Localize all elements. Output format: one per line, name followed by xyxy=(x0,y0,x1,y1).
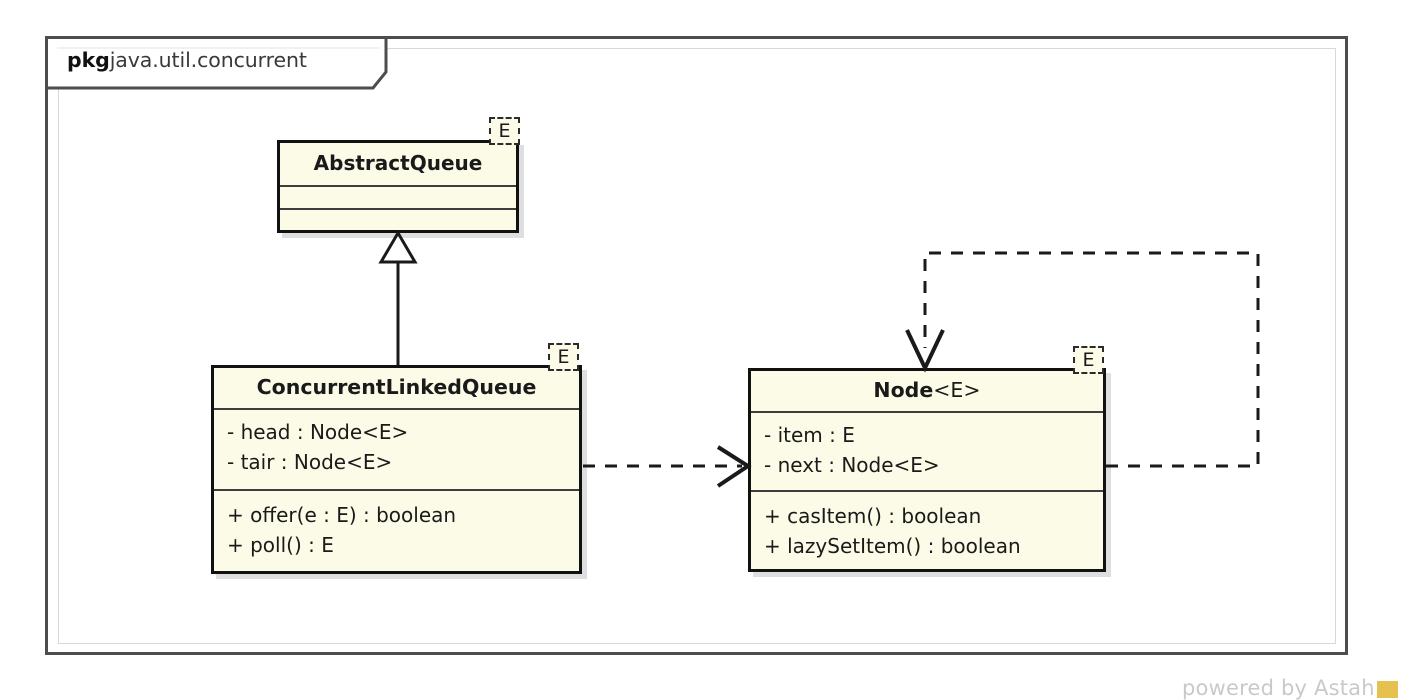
package-name-tab: pkgjava.util.concurrent xyxy=(45,36,388,90)
attributes-compartment-abstractqueue xyxy=(280,185,516,208)
operations-compartment-concurrentlinkedqueue: + offer(e : E) : boolean + poll() : E xyxy=(214,489,579,590)
attributes-compartment-node: - item : E - next : Node<E> xyxy=(751,411,1103,490)
class-box-abstractqueue[interactable]: AbstractQueue xyxy=(277,140,519,233)
type-parameter-badge-node: E xyxy=(1073,346,1104,374)
package-keyword: pkg xyxy=(67,48,110,72)
class-box-concurrentlinkedqueue[interactable]: ConcurrentLinkedQueue - head : Node<E> -… xyxy=(211,365,582,574)
class-name-concurrentlinkedqueue: ConcurrentLinkedQueue xyxy=(256,375,537,399)
class-name-node: Node<E> xyxy=(751,371,1103,411)
attribute-row: - item : E xyxy=(764,423,855,447)
package-tab-shape xyxy=(45,36,388,90)
attribute-row: - tair : Node<E> xyxy=(227,450,393,474)
operation-row: + poll() : E xyxy=(227,533,334,557)
package-name: java.util.concurrent xyxy=(109,48,307,72)
operation-row: + casItem() : boolean xyxy=(764,504,982,528)
class-name-node-typeargs: <E> xyxy=(933,378,981,402)
class-name-node-base: Node xyxy=(873,378,934,402)
class-box-node[interactable]: Node<E> - item : E - next : Node<E> + ca… xyxy=(748,368,1106,572)
class-name-abstractqueue: AbstractQueue xyxy=(313,151,483,175)
attributes-compartment-concurrentlinkedqueue: - head : Node<E> - tair : Node<E> xyxy=(214,408,579,489)
type-parameter-badge-concurrentlinkedqueue: E xyxy=(548,343,579,371)
attribute-row: - next : Node<E> xyxy=(764,453,940,477)
attribute-row: - head : Node<E> xyxy=(227,420,409,444)
operation-row: + offer(e : E) : boolean xyxy=(227,503,457,527)
operations-compartment-node: + casItem() : boolean + lazySetItem() : … xyxy=(751,490,1103,589)
astah-logo-icon xyxy=(1376,681,1398,698)
type-parameter-badge-abstractqueue: E xyxy=(489,117,520,145)
operations-compartment-abstractqueue xyxy=(280,208,516,234)
watermark-text: powered by Astah xyxy=(1182,676,1375,700)
astah-watermark: powered by Astah xyxy=(1182,676,1398,700)
package-label: pkgjava.util.concurrent xyxy=(67,48,307,72)
operation-row: + lazySetItem() : boolean xyxy=(764,534,1021,558)
